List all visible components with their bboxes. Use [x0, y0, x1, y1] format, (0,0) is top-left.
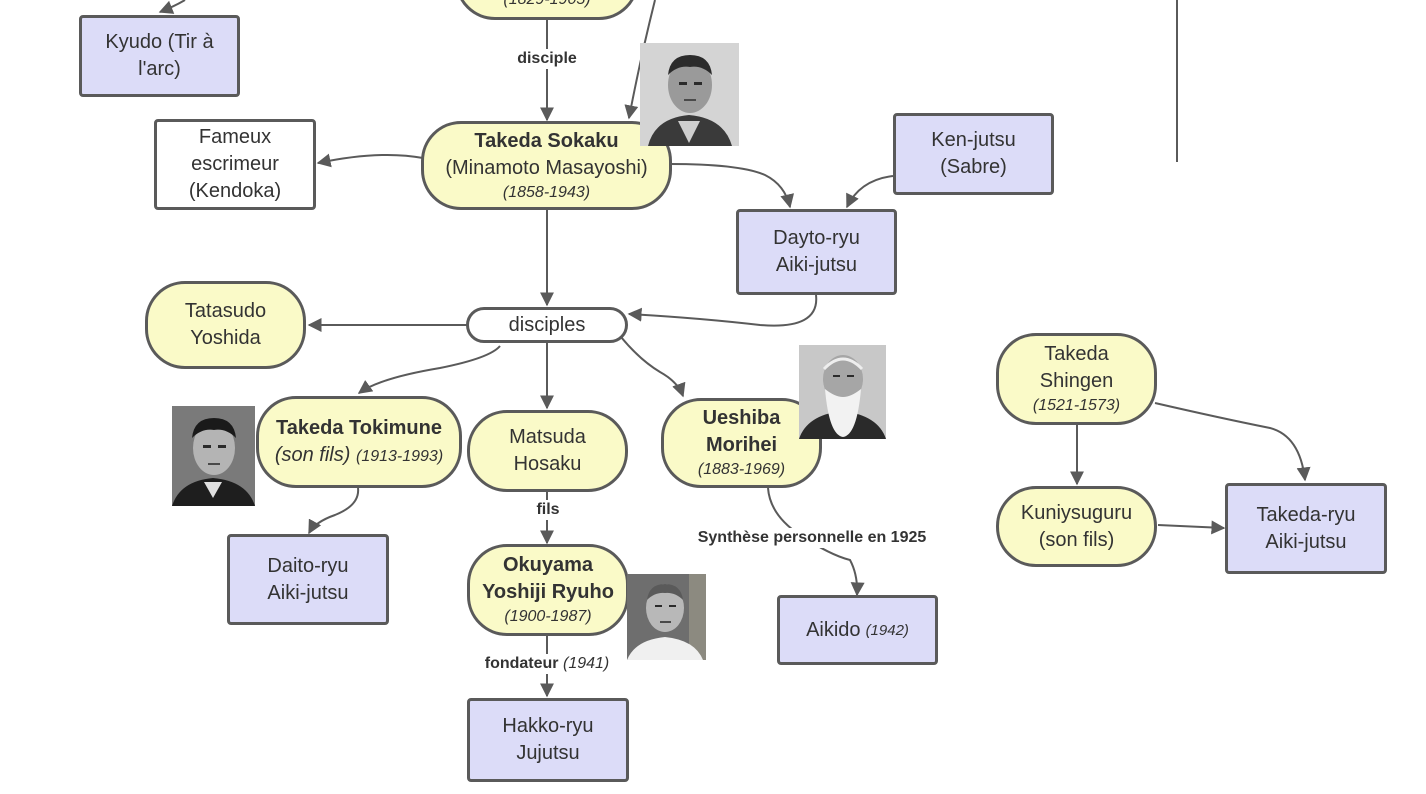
node-tatasudo-yoshida[interactable]: Tatasudo Yoshida: [145, 281, 306, 369]
kyudo-line1: Kyudo (Tir à: [105, 31, 214, 53]
fameux-line2: escrimeur: [191, 153, 279, 175]
shingen-dates: (1521-1573): [1032, 397, 1121, 414]
fondateur-label: fondateur: [484, 655, 559, 672]
sokaku-dates: (1858-1943): [502, 183, 591, 201]
kenjutsu-line2: (Sabre): [940, 156, 1007, 178]
edge-shingen-to-takeda-ryu: [1154, 402, 1311, 482]
edge-sokaku-to-dayto: [669, 163, 795, 209]
aikido-date: (1942): [865, 621, 909, 639]
daito-line2: Aiki-jutsu: [267, 581, 349, 604]
sokaku-alias: (Minamoto Masayoshi): [445, 156, 648, 179]
takeda-ryu-line1: Takeda-ryu: [1256, 503, 1356, 526]
daito-line1: Daito-ryu: [267, 554, 349, 577]
node-takeda-tokimune[interactable]: Takeda Tokimune (son fils) (1913-1993): [256, 396, 462, 488]
node-daito-ryu[interactable]: Daito-ryu Aiki-jutsu: [227, 534, 389, 625]
matsuda-line1: Matsuda: [509, 426, 586, 448]
node-dayto-ryu[interactable]: Dayto-ryu Aiki-jutsu: [736, 209, 897, 295]
hakko-line2: Jujutsu: [516, 742, 580, 764]
node-takeda-ryu[interactable]: Takeda-ryu Aiki-jutsu: [1225, 483, 1387, 574]
edge-dayto-to-disciples: [627, 294, 818, 327]
shingen-line1: Takeda: [1044, 343, 1109, 365]
fondateur-date: (1941): [562, 655, 610, 672]
edge-disciples-to-ueshiba: [620, 336, 686, 398]
node-kuniysuguru[interactable]: Kuniysuguru (son fils): [996, 486, 1157, 567]
edge-label-disciple: disciple: [515, 49, 579, 69]
tatasudo-line1: Tatasudo: [184, 300, 267, 322]
dayto-line2: Aiki-jutsu: [775, 254, 858, 276]
node-matsuda-hosaku[interactable]: Matsuda Hosaku: [467, 410, 628, 492]
dayto-line1: Dayto-ryu: [773, 227, 860, 249]
node-hakko-ryu[interactable]: Hakko-ryu Jujutsu: [467, 698, 629, 782]
kenjutsu-line1: Ken-jutsu: [931, 129, 1016, 151]
edge-tokimune-to-daito: [308, 487, 360, 535]
tokimune-dates: (1913-1993): [355, 448, 444, 465]
edge-kenjutsu-to-dayto: [846, 175, 894, 209]
sokaku-photo: [640, 43, 739, 146]
kuniysuguru-line2: (son fils): [1038, 528, 1115, 551]
okuyama-dates: (1900-1987): [504, 608, 592, 625]
edge-ueshiba-to-aikido: [767, 487, 865, 597]
fameux-line1: Fameux: [198, 126, 272, 148]
disciples-label: disciples: [508, 313, 586, 336]
ueshiba-line2: Morihei: [705, 434, 778, 456]
edge-sokaku-to-fameux: [316, 153, 424, 168]
ueshiba-dates: (1883-1969): [697, 461, 786, 478]
node-takeda-sokaku[interactable]: Takeda Sokaku (Minamoto Masayoshi) (1858…: [421, 121, 672, 210]
node-top-partial[interactable]: (1829-1905): [455, 0, 639, 20]
node-ken-jutsu[interactable]: Ken-jutsu (Sabre): [893, 113, 1054, 195]
edge-kuniysuguru-to-takeda-ryu: [1157, 520, 1226, 535]
okuyama-line2: Yoshiji Ryuho: [482, 581, 614, 603]
okuyama-line1: Okuyama: [502, 554, 594, 576]
tokimune-relation: (son fils): [274, 444, 351, 466]
kyudo-line2: l'arc): [138, 58, 181, 80]
sokaku-name: Takeda Sokaku: [474, 129, 619, 152]
tatasudo-line2: Yoshida: [190, 327, 261, 349]
edge-label-fils: fils: [534, 500, 562, 520]
ueshiba-photo: [799, 345, 886, 439]
matsuda-line2: Hosaku: [513, 453, 582, 475]
node-fameux-escrimeur[interactable]: Fameux escrimeur (Kendoka): [154, 119, 316, 210]
kuniysuguru-line1: Kuniysuguru: [1020, 501, 1133, 524]
node-kyudo[interactable]: Kyudo (Tir à l'arc): [79, 15, 240, 97]
node-aikido[interactable]: Aikido (1942): [777, 595, 938, 665]
okuyama-photo: [627, 574, 706, 660]
hakko-line1: Hakko-ryu: [502, 715, 594, 737]
edge-disciples-to-tokimune: [357, 345, 501, 394]
node-okuyama-yoshiji[interactable]: Okuyama Yoshiji Ryuho (1900-1987): [467, 544, 629, 636]
shingen-line2: Shingen: [1039, 370, 1114, 392]
edge-label-fondateur: fondateur (1941): [482, 654, 612, 674]
edge-to-kyudo: [158, 0, 186, 14]
edge-label-synthese: Synthèse personnelle en 1925: [695, 528, 929, 548]
node-takeda-shingen[interactable]: Takeda Shingen (1521-1573): [996, 333, 1157, 425]
node-top-partial-dates: (1829-1905): [503, 0, 590, 11]
takeda-ryu-line2: Aiki-jutsu: [1265, 530, 1347, 553]
tokimune-name: Takeda Tokimune: [276, 417, 442, 439]
aikido-label: Aikido: [806, 618, 861, 641]
tokimune-photo: [172, 406, 255, 506]
fameux-line3: (Kendoka): [188, 180, 282, 202]
ueshiba-line1: Ueshiba: [702, 407, 781, 429]
node-disciples[interactable]: disciples: [466, 307, 628, 343]
node-ueshiba-morihei[interactable]: Ueshiba Morihei (1883-1969): [661, 398, 822, 488]
